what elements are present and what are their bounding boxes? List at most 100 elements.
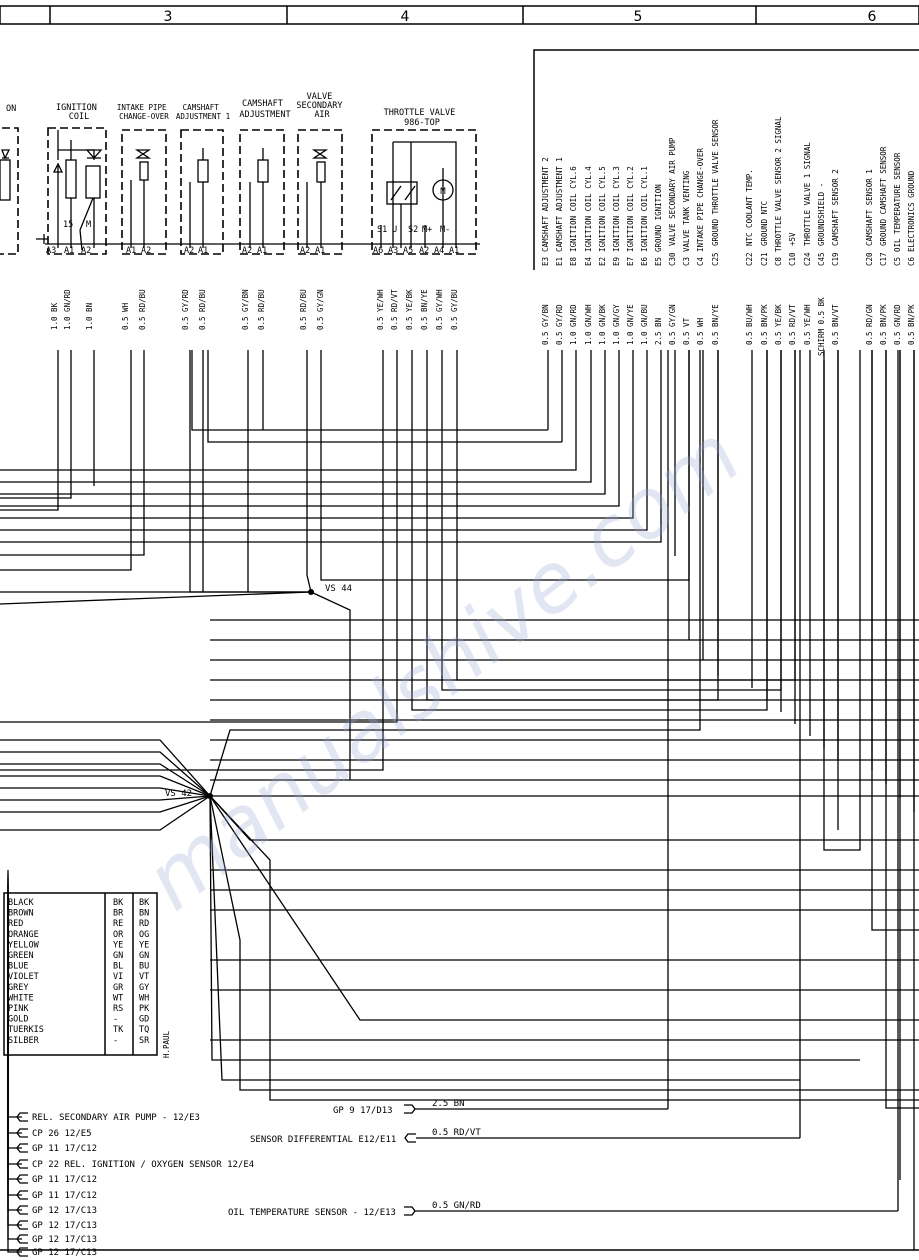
- ecu-pin-label: CAMSHAFT SENSOR 2: [831, 169, 840, 246]
- component-wire-label: 0.5 GY/RD: [181, 289, 190, 330]
- legend-color-name: WHITE: [8, 993, 34, 1003]
- ref-gp9: GP 9 17/D13: [333, 1106, 393, 1116]
- ecu-pin-id: C21: [760, 252, 769, 266]
- wire: [885, 350, 919, 1109]
- grid-number-4: 4: [401, 9, 410, 25]
- ecu-pin-id: C17: [879, 252, 888, 266]
- wire: [0, 591, 312, 605]
- wire: [0, 350, 72, 499]
- legend-code-de: BL: [113, 962, 123, 972]
- legend-code-de: -: [113, 1015, 118, 1025]
- ecu-pin-label: VALVE TANK VENTING: [682, 170, 691, 252]
- legend-code-en: WH: [139, 993, 149, 1003]
- valve-icon: [311, 149, 329, 159]
- wire: [0, 795, 211, 831]
- wire: [823, 350, 861, 851]
- ignition-coil-title: IGNITION COIL: [56, 103, 102, 122]
- ecu-wire-label: 1.0 GN/BU: [640, 304, 649, 345]
- wire: [0, 795, 211, 801]
- ecu-pin-label: +5V: [788, 232, 797, 246]
- ignition-coil-box: [47, 127, 107, 255]
- ecu-pin-label: THROTTLE VALVE 1 SIGNAL: [803, 142, 812, 246]
- ecu-pin-label: GROUND CAMSHAFT SENSOR: [879, 146, 888, 246]
- ecu-pin-label: CAMSHAFT SENSOR 1: [865, 169, 874, 246]
- component-wire-label: 0.5 WH: [121, 302, 130, 330]
- wire: [0, 454, 577, 471]
- ecu-wire-label: SCHIRM 0.5 BK: [817, 297, 826, 356]
- ecu-wire-label: 0.5 BN/YE: [711, 304, 720, 345]
- camshaft-adjustment-box: [239, 129, 285, 255]
- component-wire-label: 0.5 YE/BK: [405, 289, 414, 330]
- wire: [207, 350, 562, 443]
- component-wire-label: 1.0 BN: [85, 303, 94, 330]
- resistor-icon: [65, 159, 77, 199]
- connector-arrow-icon: [16, 1112, 28, 1122]
- ecu-wire-label: 0.5 VT: [682, 317, 691, 345]
- splice-vs44-dot: [308, 589, 314, 595]
- ecu-pin-id: C45: [817, 252, 826, 266]
- ecu-wire-label: 2.5 BN: [654, 318, 663, 345]
- diode-icon: [1, 149, 11, 160]
- splice-vs44: VS 44: [325, 584, 352, 594]
- left-reference-label: GP 11 17/C12: [32, 1191, 97, 1201]
- valve-secondary-air-box: [297, 129, 343, 255]
- component-wire-label: 0.5 RD/VT: [390, 289, 399, 330]
- legend-code-de: GR: [113, 983, 124, 993]
- ecu-pin-label: IGNITION COIL CYL.1: [640, 166, 649, 252]
- ecu-pin-id: C20: [865, 252, 874, 266]
- ecu-wire-label: 1.0 GN/RD: [569, 304, 578, 345]
- legend-code-en: GD: [139, 1015, 149, 1025]
- component-wire-label: 1.0 BK: [50, 302, 59, 330]
- legend-code-en: OG: [139, 930, 149, 940]
- component-wire-label: 0.5 GY/WH: [435, 289, 444, 330]
- splice-vs42-dot: [207, 793, 213, 799]
- ecu-pin-id: E9: [612, 257, 621, 266]
- svg-text:A3: A3: [46, 246, 56, 256]
- svg-text:A1: A1: [198, 246, 208, 256]
- ecu-pin-label: INTAKE PIPE CHANGE-OVER: [696, 148, 705, 252]
- ecu-wire-label: 0.5 GN/RD: [893, 304, 902, 345]
- legend-code-en: SR: [139, 1036, 150, 1046]
- wire: [0, 478, 606, 495]
- svg-text:M-: M-: [440, 225, 450, 235]
- ecu-wire-label: 0.5 BU/WH: [745, 304, 754, 345]
- svg-text:U: U: [392, 225, 397, 235]
- legend-code-de: VI: [113, 972, 123, 982]
- pin-labels: A3 A1 A2 15 M A1 A2 A2 A1 A2 A1 A2 A1 A6…: [45, 220, 480, 256]
- legend-color-name: TUERKIS: [8, 1025, 44, 1035]
- component-wire-label: 0.5 BN/YE: [420, 289, 429, 330]
- splice-vs42: VS 42: [165, 789, 192, 799]
- component-wire-label: 0.5 RD/BU: [299, 289, 308, 330]
- wire: [0, 763, 211, 797]
- ecu-pin-id: C22: [745, 252, 754, 266]
- legend-code-de: BR: [113, 909, 124, 919]
- connector-arrow-icon: [404, 1133, 416, 1143]
- svg-text:M: M: [440, 187, 446, 197]
- component-titles: ON IGNITION COIL INTAKE PIPE CHANGE-OVER…: [6, 92, 455, 128]
- legend-code-de: RE: [113, 919, 123, 929]
- ecu-wire-label: 0.5 BN/PK: [760, 304, 769, 345]
- ecu-pin-id: C4: [696, 256, 705, 266]
- legend-code-en: BK: [139, 898, 150, 908]
- connector-arrow-icon: [16, 1247, 28, 1257]
- svg-text:A2: A2: [184, 246, 194, 256]
- svg-text:A1: A1: [126, 246, 136, 256]
- wire: [306, 350, 312, 593]
- legend-color-name: BLACK: [8, 898, 34, 908]
- component-wire-label: 0.5 GY/GN: [316, 289, 325, 330]
- right-references: GP 9 17/D13 2.5 BN SENSOR DIFFERENTIAL E…: [228, 1099, 898, 1218]
- motor-icon: [432, 179, 454, 201]
- component-symbols: M: [0, 130, 457, 251]
- ecu-pin-label: NTC COOLANT TEMP.: [745, 169, 754, 246]
- legend-code-de: RS: [113, 1004, 123, 1014]
- header-grid: 3 4 5 6: [0, 5, 919, 25]
- svg-text:A2: A2: [242, 246, 252, 256]
- ecu-pin-id: E3: [541, 257, 550, 266]
- connector-arrow-icon: [16, 1128, 28, 1138]
- wire: [209, 795, 860, 1061]
- connector-arrow-icon: [404, 1206, 416, 1216]
- legend-code-en: PK: [139, 1004, 150, 1014]
